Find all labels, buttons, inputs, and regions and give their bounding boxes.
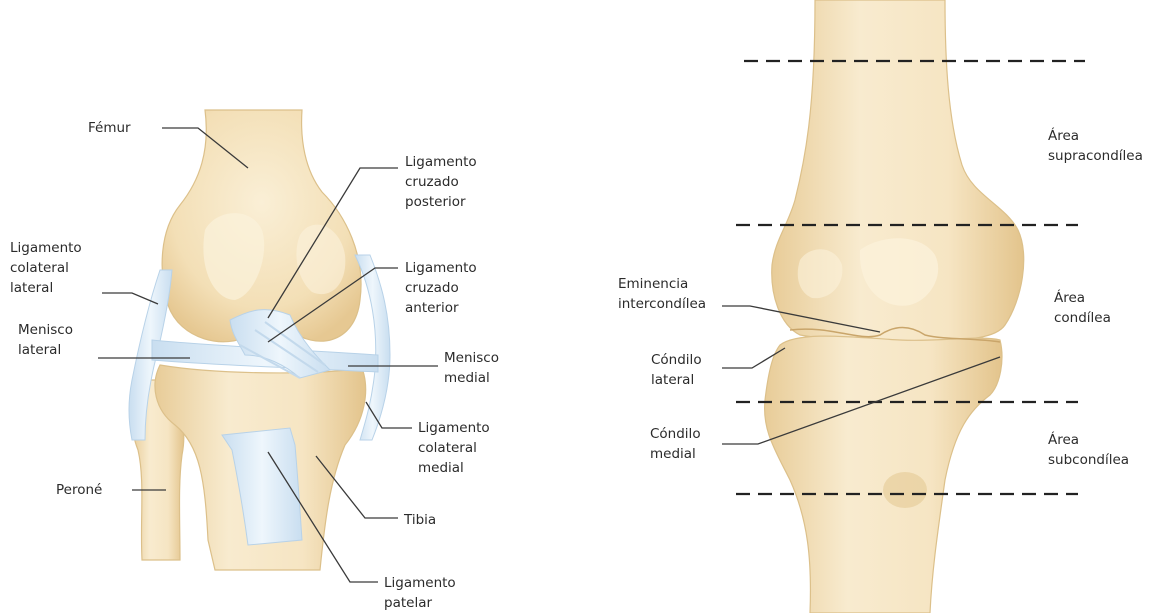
label-fibula: Peroné — [56, 480, 102, 500]
label-lateral-meniscus: Menisco lateral — [18, 320, 73, 360]
label-anterior-cruciate-ligament: Ligamento cruzado anterior — [405, 258, 477, 318]
label-medial-condyle: Cóndilo medial — [650, 424, 701, 464]
zone-condylar: Área condílea — [1054, 288, 1111, 328]
label-posterior-cruciate-ligament: Ligamento cruzado posterior — [405, 152, 477, 212]
label-intercondylar-eminence: Eminencia intercondílea — [618, 274, 706, 314]
tibia-plateau — [765, 336, 1002, 613]
label-medial-collateral-ligament: Ligamento colateral medial — [418, 418, 490, 478]
zone-supracondylar: Área supracondílea — [1048, 126, 1143, 166]
label-femur: Fémur — [88, 118, 131, 138]
label-tibia: Tibia — [404, 510, 436, 530]
zone-subcondylar: Área subcondílea — [1048, 430, 1129, 470]
label-medial-meniscus: Menisco medial — [444, 348, 499, 388]
femur-bone — [162, 110, 361, 342]
label-lateral-condyle: Cóndilo lateral — [651, 350, 702, 390]
label-patellar-ligament: Ligamento patelar — [384, 573, 456, 613]
right-knee-illustration — [765, 0, 1024, 613]
label-lateral-collateral-ligament: Ligamento colateral lateral — [10, 238, 82, 298]
